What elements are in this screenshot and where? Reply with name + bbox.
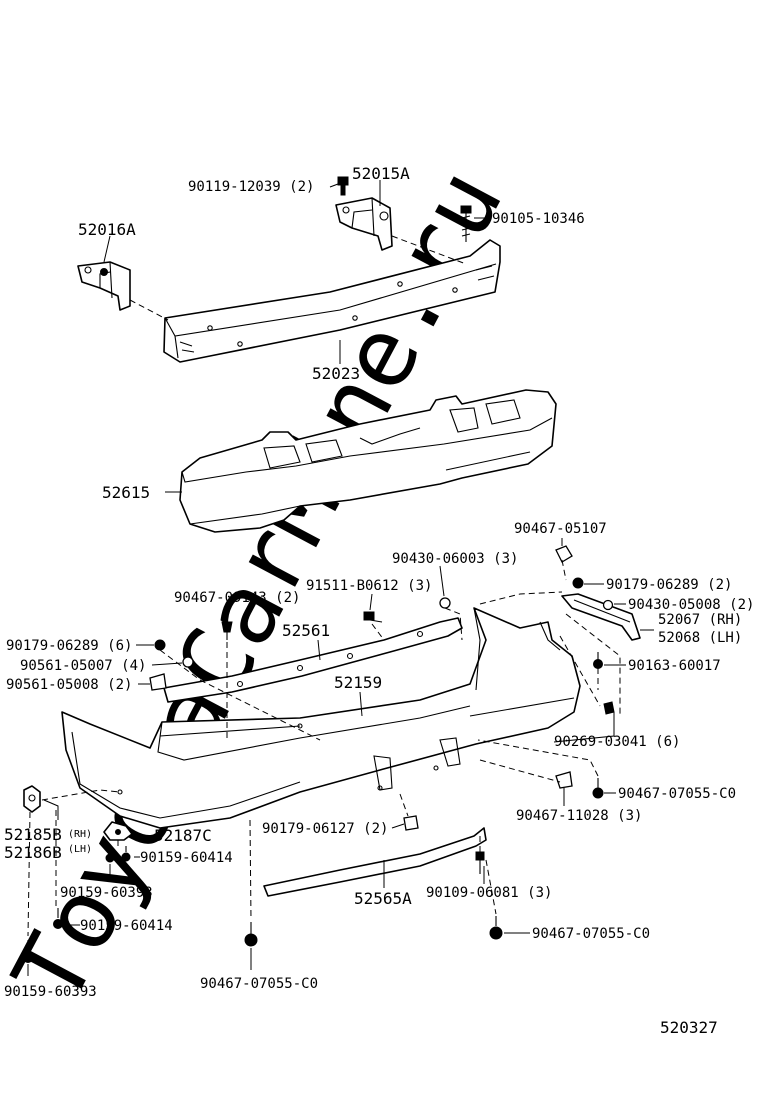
label-52015a: 52015A [352,164,410,183]
fasteners [23,176,615,963]
label-lh-tag: (LH) [68,844,92,855]
lower-molding-52565a [263,827,487,897]
energy-absorber-52615 [179,389,557,533]
label-90159-60414-lower: 90159-60414 [80,918,173,934]
reinforcement-52023 [163,239,501,363]
label-90163-60017: 90163-60017 [628,658,721,674]
label-52561: 52561 [282,621,330,640]
label-90179-06289-2: 90179-06289 (2) [606,577,732,593]
label-90467-07055-c0-bottom-right: 90467-07055-C0 [532,926,650,942]
label-90159-60393-lower: 90159-60393 [4,984,97,1000]
label-90467-05107: 90467-05107 [514,521,607,537]
label-52159: 52159 [334,673,382,692]
leader-lines [27,180,654,976]
bracket-52016a [77,261,131,311]
retainer-52561 [163,617,463,703]
label-90430-06003: 90430-06003 (3) [392,551,518,567]
label-90561-05007: 90561-05007 (4) [20,658,146,674]
label-90179-06127: 90179-06127 (2) [262,821,388,837]
label-52067-rh: 52067 (RH) [658,612,742,628]
bracket-52187c [103,821,133,841]
label-90109-06081: 90109-06081 (3) [426,885,552,901]
label-90179-06289-6: 90179-06289 (6) [6,638,132,654]
label-90159-60393-upper: 90159-60393 [60,885,153,901]
label-90467-11028: 90467-11028 (3) [516,808,642,824]
bracket-52015a [335,197,393,251]
label-90430-05008: 90430-05008 (2) [628,597,754,613]
label-90467-07055-c0-bottom: 90467-07055-C0 [200,976,318,992]
label-52187c: 52187C [154,826,212,845]
label-52023: 52023 [312,364,360,383]
label-52016a: 52016A [78,220,136,239]
label-91511-b0612: 91511-B0612 (3) [306,578,432,594]
side-bracket-52185b [23,785,41,813]
label-52186b: 52186B [4,843,62,862]
label-52565a: 52565A [354,889,412,908]
label-52068-lh: 52068 (LH) [658,630,742,646]
label-90105-10346: 90105-10346 [492,211,585,227]
label-90561-05008: 90561-05008 (2) [6,677,132,693]
label-90467-07055-c0-right: 90467-07055-C0 [618,786,736,802]
assembly-lines [27,235,621,937]
diagram-id: 520327 [660,1018,718,1037]
label-52185b: 52185B [4,825,62,844]
label-90119-12039: 90119-12039 (2) [188,179,314,195]
label-52615: 52615 [102,483,150,502]
side-retainer-52067 [561,593,641,641]
label-90467-09143: 90467-09143 (2) [174,590,300,606]
label-rh-tag: (RH) [68,829,92,840]
label-90269-03041: 90269-03041 (6) [554,734,680,750]
label-90159-60414-upper: 90159-60414 [140,850,233,866]
